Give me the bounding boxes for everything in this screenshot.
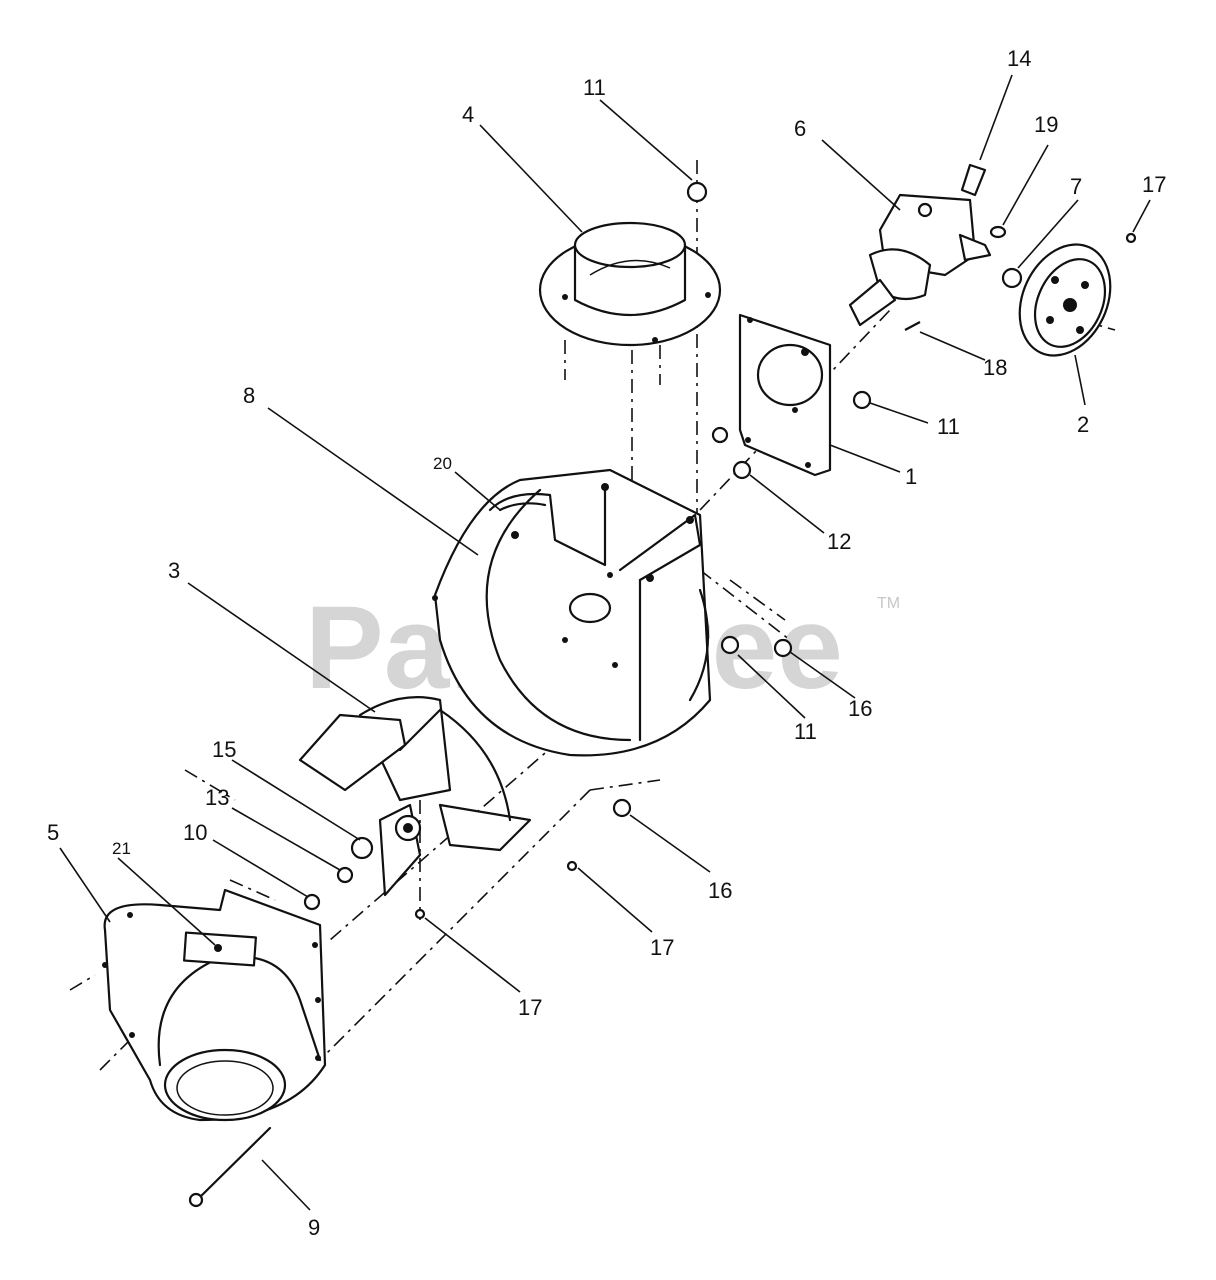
watermark-trademark: TM	[877, 595, 900, 612]
hardware	[188, 163, 1137, 1208]
callout-21: 21	[112, 839, 131, 858]
bolt-14	[960, 163, 987, 197]
part-5-housing-cover	[102, 888, 327, 1122]
part-3-impeller	[298, 696, 532, 897]
callout-11-top: 11	[583, 75, 606, 100]
callout-2: 2	[1077, 412, 1089, 437]
lockwasher-13	[336, 866, 354, 884]
washer-7	[1001, 267, 1023, 289]
part-1-bracket	[738, 313, 832, 477]
nut-12	[732, 460, 752, 480]
callout-5: 5	[47, 820, 59, 845]
bolt-16-right	[773, 638, 793, 658]
callout-10: 10	[183, 820, 207, 845]
callout-3: 3	[168, 558, 180, 583]
nut-11-top	[686, 181, 708, 203]
callout-18: 18	[983, 355, 1007, 380]
screw-17-bottom	[414, 908, 426, 920]
callout-16-right: 16	[848, 696, 872, 721]
part-8-blower-housing	[432, 468, 712, 757]
callout-14: 14	[1007, 46, 1031, 71]
callout-11-housing: 11	[794, 719, 817, 744]
bolt-16-lower	[612, 798, 632, 818]
callout-8: 8	[243, 383, 255, 408]
callout-7: 7	[1070, 174, 1082, 199]
callout-17-pulley: 17	[1142, 172, 1166, 197]
callout-17-bottom: 17	[518, 995, 542, 1020]
bolt-9	[195, 1126, 272, 1202]
key-18	[904, 321, 921, 331]
callout-15: 15	[212, 737, 236, 762]
callout-1: 1	[905, 464, 917, 489]
washer-15	[350, 836, 374, 860]
nut-11-bracket	[852, 390, 872, 410]
callout-19: 19	[1034, 112, 1058, 137]
callout-9: 9	[308, 1215, 320, 1240]
callout-12: 12	[827, 529, 851, 554]
key-19	[989, 225, 1007, 239]
nut-bracket-lower	[711, 426, 729, 444]
screw-17-impeller	[566, 860, 578, 872]
part-4-discharge-collar	[538, 221, 722, 347]
callout-16-lower: 16	[708, 878, 732, 903]
callout-6: 6	[794, 116, 806, 141]
callout-numbers: 11 4 6 14 19 7 17 18 2 11 1 12 8 20 3 11…	[47, 46, 1166, 1240]
bolt-10	[303, 893, 321, 911]
nut-11-housing	[720, 635, 740, 655]
part-6-gearbox	[848, 193, 992, 327]
callout-13: 13	[205, 785, 229, 810]
callout-17-impeller: 17	[650, 935, 674, 960]
callout-20: 20	[433, 454, 452, 473]
screw-17-pulley	[1125, 232, 1137, 244]
callout-11-bracket: 11	[937, 414, 960, 439]
leader-lines	[59, 74, 1151, 1211]
part-2-pulley	[1018, 243, 1112, 357]
callout-4: 4	[462, 102, 474, 127]
